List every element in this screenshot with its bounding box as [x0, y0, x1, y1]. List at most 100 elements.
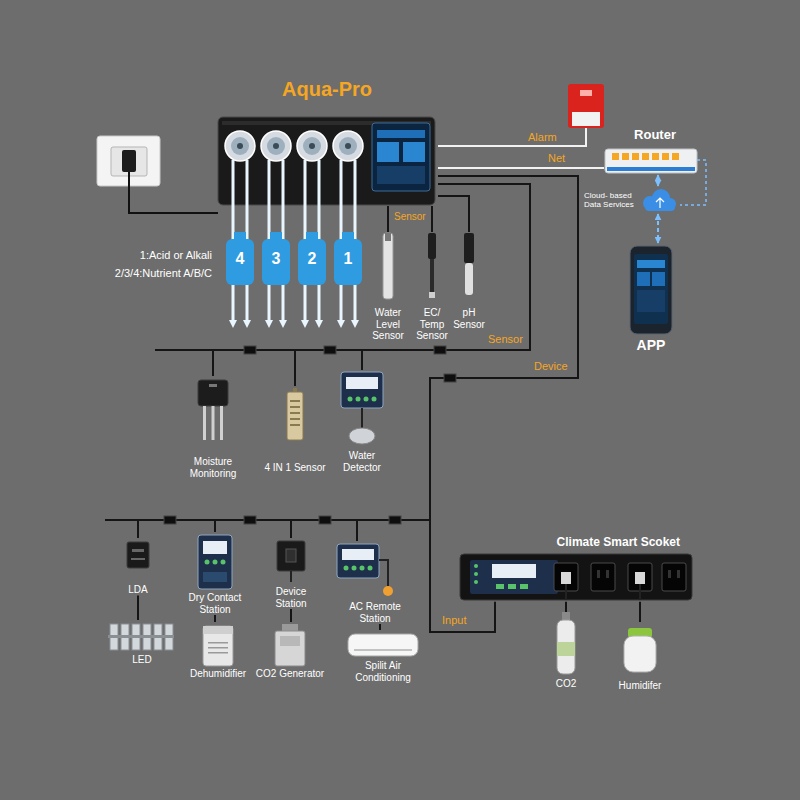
tube-tip: [337, 320, 345, 328]
moisture-logo: [209, 384, 217, 387]
app-tile: [637, 272, 650, 286]
alarm-wire: [438, 128, 586, 146]
connector: [291, 176, 578, 538]
lda-mark: [131, 558, 145, 560]
bus-stub: [105, 519, 138, 521]
ac-vent: [354, 649, 412, 651]
outlet: [286, 549, 296, 562]
bus-connector: [324, 346, 336, 354]
bottle: [262, 239, 290, 285]
alarm-base: [572, 112, 600, 126]
button: [348, 397, 353, 402]
icon-area: [186, 622, 250, 668]
button: [368, 566, 373, 571]
outlet: [591, 563, 615, 591]
bus-connector: [164, 516, 176, 524]
station-display: [203, 541, 227, 554]
probe-box: EC/ Temp Sensor: [414, 232, 450, 342]
sensor-box: 4 IN 1 Sensor: [256, 386, 334, 474]
grille-line: [290, 412, 300, 414]
bottle-neck: [270, 232, 282, 240]
icon-area: [340, 630, 426, 660]
phone-screen: [634, 254, 668, 324]
connector: [362, 184, 530, 370]
icon-area: [256, 386, 334, 462]
detector-panel: [341, 372, 383, 408]
bus-stub: [155, 349, 213, 351]
node-label: Cloud- based Data Services: [584, 191, 640, 209]
button: [213, 560, 218, 565]
connector: [387, 206, 389, 232]
station-display: [342, 549, 374, 560]
button: [364, 397, 369, 402]
icon-area: [337, 370, 387, 450]
strip-display: [492, 564, 536, 578]
pump-head: [225, 131, 255, 161]
indicator: [474, 572, 478, 576]
probe-box: Water Level Sensor: [368, 232, 408, 342]
moisture-prong: [220, 406, 223, 440]
port: [652, 153, 659, 160]
screen-panel: [377, 166, 425, 184]
controller-box: Aqua-Pro: [216, 78, 438, 206]
icon-area: [414, 232, 450, 307]
button: [221, 560, 226, 565]
router-ports: [612, 153, 679, 160]
screen-tile: [377, 142, 399, 162]
pump-hub: [237, 143, 243, 149]
button: [356, 397, 361, 402]
touch-screen: [372, 123, 430, 191]
edge-label: Input: [440, 614, 468, 626]
node-label: Device Station: [263, 586, 319, 609]
outlet-slot: [597, 570, 600, 578]
alarm-body: [568, 84, 604, 128]
node-label: Aqua-Pro: [216, 78, 438, 101]
probe-box: pH Sensor: [452, 232, 486, 330]
connector: [639, 602, 641, 622]
power-cable: [129, 172, 218, 213]
grille-line: [208, 642, 228, 644]
tube-tip: [279, 320, 287, 328]
pump-head: [297, 131, 327, 161]
bottle: [298, 239, 326, 285]
indicator: [474, 580, 478, 584]
bottle: [226, 239, 254, 285]
tube-tip: [315, 320, 323, 328]
callout-number: 3: [264, 250, 288, 268]
callout-number: 2: [300, 250, 324, 268]
connector: [379, 624, 381, 630]
moisture-prong: [212, 406, 215, 440]
bus-connector: [244, 346, 256, 354]
connector: [657, 175, 659, 186]
icon-area: [180, 532, 250, 592]
port: [632, 153, 639, 160]
router-box: Router: [604, 128, 706, 175]
node-label: Climate Smart Scoket: [456, 536, 696, 550]
port: [662, 153, 669, 160]
lda-box: [127, 542, 149, 568]
callout-number: 4: [228, 250, 252, 268]
appliance-box: Dehumidifier: [186, 622, 250, 680]
appliance-box: Spilit Air Conditioning: [340, 630, 426, 683]
tube-tip: [265, 320, 273, 328]
station-box: LDA: [113, 538, 163, 596]
station-panel: [337, 544, 379, 578]
connector: [215, 176, 578, 532]
connector: [565, 602, 567, 612]
detector-cable: [361, 408, 363, 428]
button: [344, 566, 349, 571]
callout-number: 1: [336, 250, 360, 268]
wire-label: 2/3/4:Nutrient A/B/C: [115, 267, 212, 279]
alarm-light: [580, 90, 592, 96]
node-label: Dehumidifier: [186, 668, 250, 680]
node-label: 4 IN 1 Sensor: [256, 462, 334, 474]
connector: [431, 206, 433, 232]
icon-area: [252, 622, 328, 668]
node-label: EC/ Temp Sensor: [414, 307, 450, 342]
strip-panel: [470, 560, 558, 594]
grille-line: [290, 424, 300, 426]
connector: [438, 196, 469, 232]
pump-head: [333, 131, 363, 161]
node-label: Router: [604, 128, 706, 143]
